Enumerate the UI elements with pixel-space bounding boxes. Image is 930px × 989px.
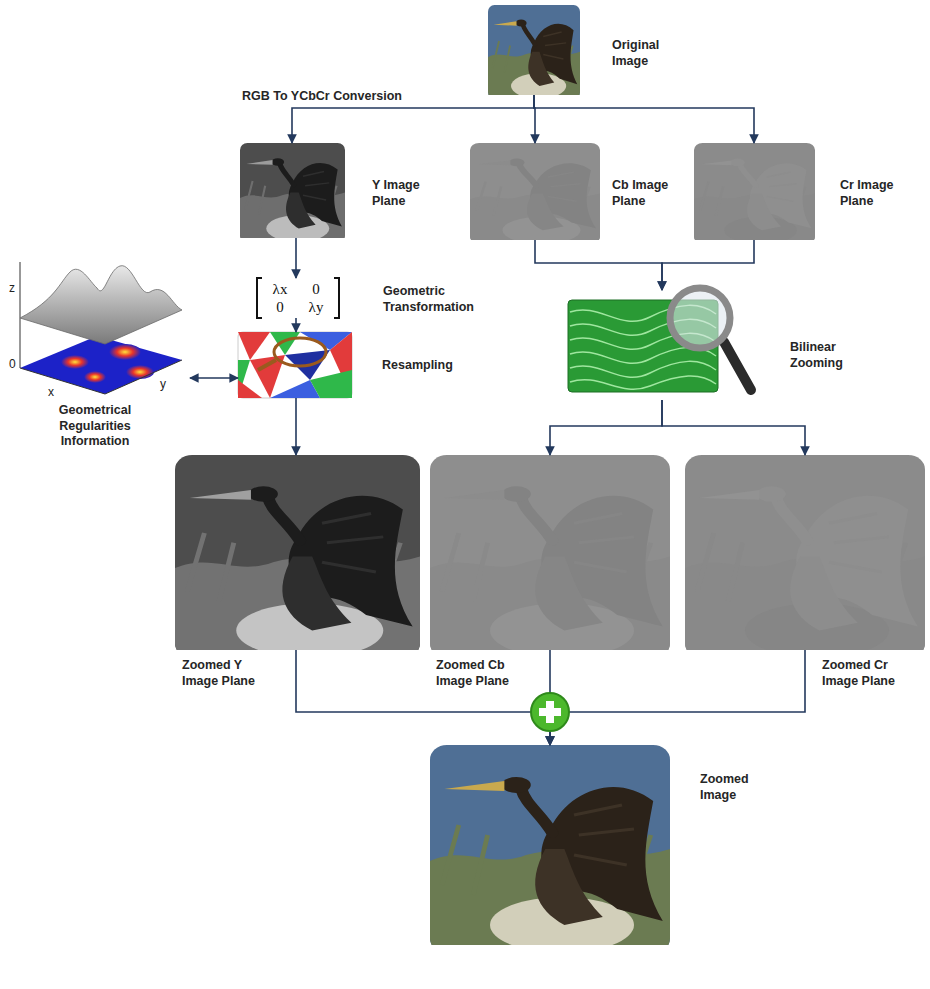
photo-zoomed-image <box>430 745 670 953</box>
plot-box: Geometrical Regularities Information <box>5 255 190 445</box>
connector <box>295 238 297 278</box>
surface-plot <box>20 368 105 394</box>
matrix-entry: λx <box>264 280 296 298</box>
icon-box: Resampling <box>238 332 352 398</box>
surface-plot <box>126 365 154 379</box>
bilinear-icon <box>570 361 716 377</box>
resampling-icon <box>238 332 270 360</box>
photo-zoomed-cr <box>685 455 925 658</box>
connector <box>550 400 662 455</box>
connector <box>295 318 297 332</box>
photo-original <box>488 5 580 99</box>
image-box: Cb Image Plane <box>470 143 600 240</box>
surface-plot <box>105 360 182 394</box>
resampling-icon <box>238 332 352 398</box>
connector <box>296 650 550 745</box>
resampling-icon <box>238 332 352 398</box>
axis-label: x <box>48 386 54 399</box>
plus-symbol <box>531 693 569 731</box>
caption: Geometric Transformation <box>383 284 498 315</box>
surface-plot <box>20 262 21 368</box>
caption: Original Image <box>612 38 684 69</box>
surface-plot <box>61 355 89 369</box>
caption: Geometrical Regularities Information <box>35 403 155 450</box>
image-box: Zoomed Cb Image Plane <box>430 455 670 650</box>
connector <box>535 240 662 290</box>
matrix-entry: 0 <box>264 298 296 316</box>
image-box: Zoomed Y Image Plane <box>175 455 420 650</box>
photo-zoomed-image <box>430 745 670 953</box>
connector <box>534 95 754 143</box>
matrix-entry: 0 <box>300 280 332 298</box>
caption: Cr Image Plane <box>840 178 918 209</box>
caption: Resampling <box>382 358 472 374</box>
plus-symbol <box>546 701 554 723</box>
photo-original <box>488 5 580 99</box>
caption: Zoomed Cb Image Plane <box>436 658 526 689</box>
bilinear-icon <box>670 288 730 348</box>
photo-cr-plane <box>694 143 815 244</box>
connector <box>190 377 238 379</box>
photo-zoomed-cb <box>430 455 670 658</box>
resampling-icon <box>258 360 276 370</box>
icon-box: Bilinear Zooming <box>565 290 760 400</box>
photo-y-plane <box>240 143 345 242</box>
connector <box>662 400 805 455</box>
axis-label: 0 <box>9 358 16 371</box>
photo-zoomed-cb <box>430 455 670 658</box>
axis-label: z <box>9 282 15 295</box>
photo-cr-plane <box>694 143 815 244</box>
bilinear-icon <box>570 376 716 389</box>
caption: Y Image Plane <box>372 178 450 209</box>
edge-label: RGB To YCbCr Conversion <box>240 89 404 104</box>
bilinear-icon <box>724 342 751 390</box>
caption: Zoomed Y Image Plane <box>182 658 272 689</box>
photo-zoomed-cr <box>685 455 925 658</box>
caption: Zoomed Image <box>700 772 775 803</box>
axis-label: y <box>160 378 166 391</box>
connector <box>295 398 297 455</box>
matrix-bracket <box>257 278 339 318</box>
photo-y-plane <box>240 143 345 242</box>
surface-plot <box>109 344 141 360</box>
image-box: Original Image <box>488 5 580 95</box>
matrix-box: λx00λyGeometric Transformation <box>262 278 334 318</box>
photo-zoomed-y <box>175 455 420 658</box>
surface-plot <box>20 336 182 394</box>
caption: Zoomed Cr Image Plane <box>822 658 912 689</box>
plus-symbol <box>531 693 569 731</box>
photo-cb-plane <box>470 143 600 244</box>
resampling-icon <box>238 380 262 398</box>
matrix-entry: λy <box>300 298 332 316</box>
image-box: Y Image Plane <box>240 143 345 238</box>
photo-zoomed-y <box>175 455 420 658</box>
matrix-bracket <box>334 278 339 318</box>
surface-plot <box>20 266 182 344</box>
photo-cb-plane <box>470 143 600 244</box>
resampling-icon <box>274 338 326 366</box>
image-box: Zoomed Image <box>430 745 670 945</box>
image-box: Zoomed Cr Image Plane <box>685 455 925 650</box>
connector <box>662 240 754 290</box>
surface-plot <box>84 371 106 383</box>
surface-plot <box>20 262 182 394</box>
bilinear-icon <box>568 288 751 392</box>
resampling-icon <box>310 370 352 398</box>
caption: Bilinear Zooming <box>790 340 860 371</box>
image-box: Cr Image Plane <box>694 143 815 240</box>
caption: Cb Image Plane <box>612 178 690 209</box>
connector <box>550 650 805 745</box>
matrix-bracket <box>257 278 262 318</box>
